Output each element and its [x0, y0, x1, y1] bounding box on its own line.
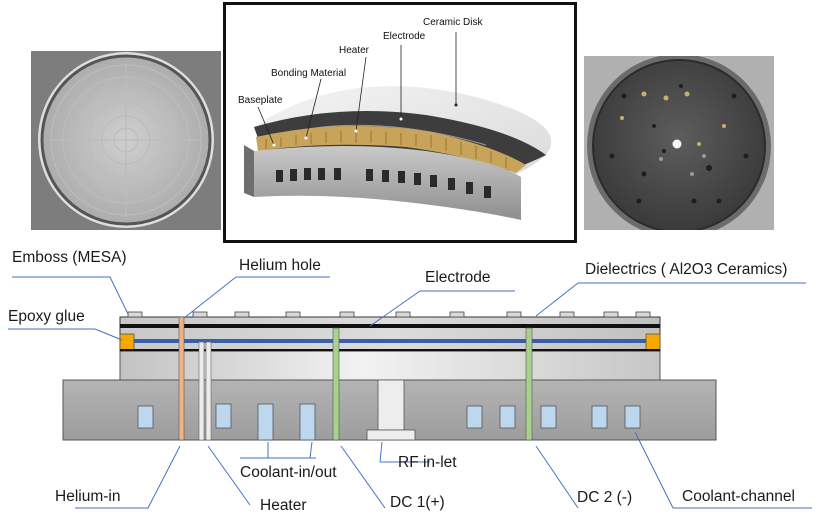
dc1-rod	[332, 327, 340, 441]
rf-inlet-post	[377, 379, 405, 431]
label-helium-in: Helium-in	[55, 488, 121, 505]
label-heater: Heater	[260, 497, 307, 514]
emboss-bumps	[127, 311, 651, 318]
inset-label-heater: Heater	[339, 45, 370, 56]
label-electrode: Electrode	[425, 269, 491, 286]
coolant-channels	[137, 403, 641, 441]
inset-label-electrode: Electrode	[383, 31, 426, 42]
label-coolant-in-out: Coolant-in/out	[240, 464, 337, 481]
label-dc1: DC 1(+)	[390, 494, 445, 511]
inset-label-ceramic-disk: Ceramic Disk	[423, 17, 483, 28]
heater-rod-1	[198, 341, 205, 441]
inset-label-baseplate: Baseplate	[238, 95, 283, 106]
heater-rod-2	[205, 341, 212, 441]
wafer-photo-left	[31, 51, 221, 230]
label-helium-hole: Helium hole	[239, 257, 321, 274]
chuck-photo-right	[584, 56, 774, 230]
label-rf-inlet: RF in-let	[398, 454, 457, 471]
electrode-layer	[120, 324, 660, 328]
rf-inlet-flange	[366, 429, 416, 441]
heater-layer	[133, 339, 648, 343]
epoxy-glue-right	[645, 333, 661, 351]
dc2-rod	[525, 327, 533, 441]
cutaway-render: Ceramic Disk Electrode Heater Bonding Ma…	[223, 2, 577, 243]
label-dc2: DC 2 (-)	[577, 489, 633, 506]
epoxy-glue-left	[119, 333, 135, 351]
inset-label-bonding-material: Bonding Material	[271, 68, 347, 79]
label-emboss: Emboss (MESA)	[12, 249, 127, 266]
label-dielectrics: Dielectrics ( Al2O3 Ceramics)	[585, 261, 788, 278]
label-coolant-channel: Coolant-channel	[682, 488, 795, 505]
helium-tube	[178, 316, 185, 441]
label-epoxy-glue: Epoxy glue	[8, 308, 85, 325]
